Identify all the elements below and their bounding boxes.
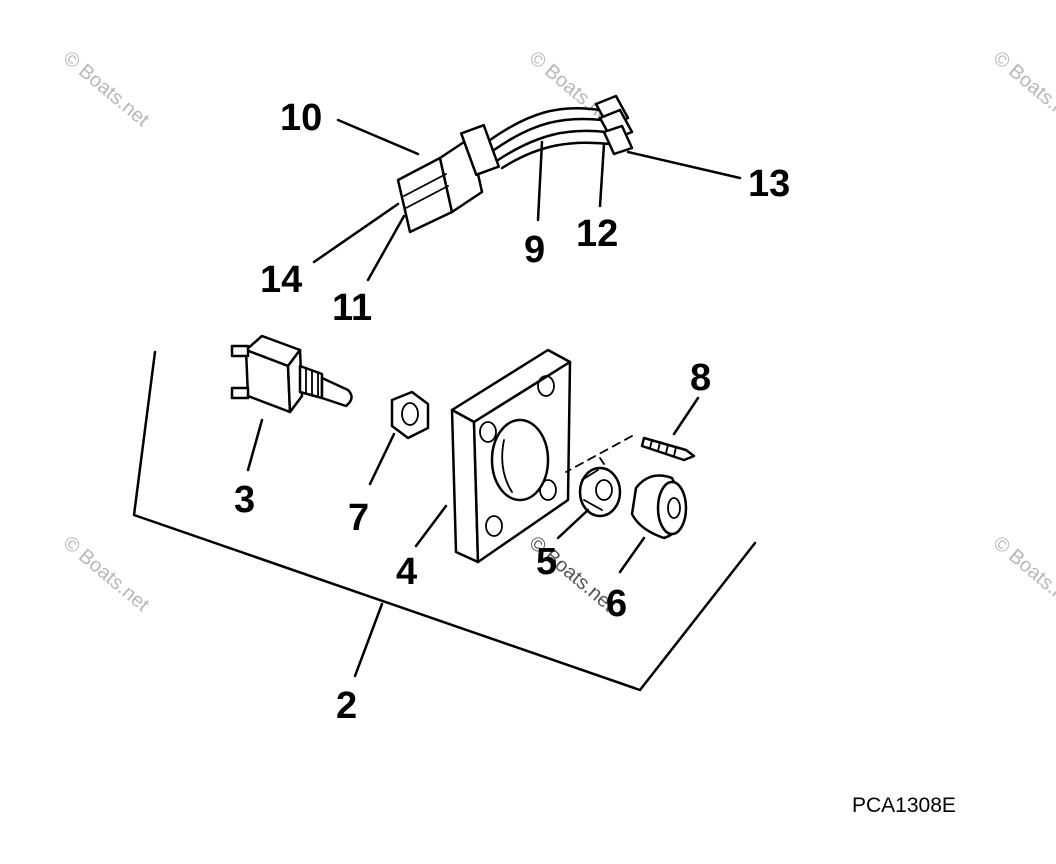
screw-alignment-dash	[565, 435, 633, 473]
leader-12	[598, 142, 606, 208]
callout-4: 4	[396, 551, 417, 593]
screw	[640, 436, 696, 462]
watermark-mid-left: © Boats.net	[59, 532, 154, 616]
callout-10: 10	[280, 97, 322, 139]
callout-13: 13	[748, 163, 790, 205]
callout-14: 14	[260, 259, 302, 301]
leader-5	[556, 508, 590, 540]
watermark-top-left: © Boats.net	[59, 47, 154, 131]
callout-5: 5	[536, 541, 557, 583]
callout-11: 11	[332, 287, 372, 329]
toggle-boot	[630, 474, 688, 540]
bushing	[578, 466, 622, 518]
leader-6	[618, 536, 646, 574]
leader-7	[368, 432, 396, 486]
mounting-plate	[450, 348, 572, 564]
watermark-mid-right: © Boats.net	[989, 532, 1056, 616]
hex-nut	[390, 390, 430, 440]
drawing-code: PCA1308E	[852, 794, 956, 817]
callout-8: 8	[690, 357, 711, 399]
leader-10	[336, 118, 420, 156]
leader-lines	[246, 118, 742, 678]
toggle-switch	[230, 334, 353, 414]
leader-2	[353, 602, 384, 678]
callout-6: 6	[606, 583, 627, 625]
wire-harness	[396, 94, 634, 234]
callouts: 2 3 4 5 6 7 8 9 10 11 12 13 14	[234, 97, 790, 727]
leader-3	[246, 418, 264, 472]
leader-13	[626, 150, 742, 180]
watermark-top-right: © Boats.net	[989, 47, 1056, 131]
callout-7: 7	[348, 497, 369, 539]
callout-12: 12	[576, 213, 618, 255]
leader-9	[536, 140, 544, 222]
callout-3: 3	[234, 479, 255, 521]
leader-11	[366, 214, 406, 282]
callout-2: 2	[336, 685, 357, 727]
leader-8	[672, 396, 700, 436]
panel-outline	[132, 350, 757, 692]
leader-14	[312, 202, 400, 264]
leader-4	[414, 504, 448, 548]
callout-9: 9	[524, 229, 545, 271]
watermarks: © Boats.net © Boats.net © Boats.net © Bo…	[59, 47, 1056, 616]
